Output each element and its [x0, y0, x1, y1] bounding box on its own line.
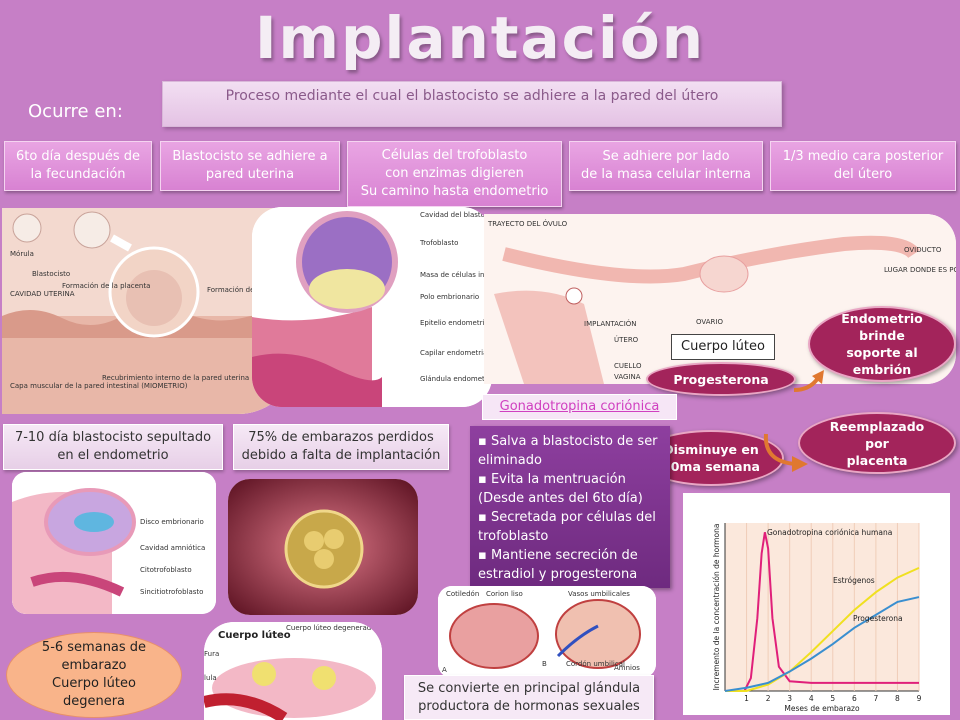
box-blastocisto-adhiere: Blastocisto se adhiere a pared uterina [160, 141, 340, 191]
gonadotropina-functions-list: ▪ Salva a blastocisto de ser eliminado ▪… [470, 426, 670, 588]
chart-x-tick: 6 [852, 694, 857, 703]
fig-label: Polo embrionario [420, 293, 479, 301]
definition-box: Proceso mediante el cual el blastocisto … [162, 81, 782, 127]
list-item: ▪ Salva a blastocisto de ser eliminado [478, 434, 658, 468]
fig-label: CAVIDAD UTERINA [10, 290, 75, 298]
placenta-illustration: Cotiledón Corion liso Vasos umbilicales … [438, 586, 656, 678]
fig-label: Blastocisto [32, 270, 70, 278]
chart-xlabel: Meses de embarazo [784, 704, 860, 713]
fig-label: Citotrofoblasto [140, 566, 192, 574]
blastocyst-photo [228, 479, 418, 615]
fig-label: Trofoblasto [419, 239, 458, 247]
fig-label: IMPLANTACIÓN [584, 319, 637, 328]
fig-label: Recubrimiento interno de la pared uterin… [102, 374, 298, 382]
fig-label: TRAYECTO DEL ÓVULO [487, 219, 568, 228]
fig-label: Cavidad del blastocisto [420, 211, 492, 219]
box-tercio-medio: 1/3 medio cara posterior del útero [770, 141, 956, 191]
fig-label: OVARIO [696, 318, 723, 326]
chart-x-tick: 8 [895, 694, 900, 703]
fig-label: Formación de la placenta [62, 282, 150, 290]
series-label-gonadotropina: Gonadotropina coriónica humana [767, 528, 892, 537]
box-lado-masa: Se adhiere por lado de la masa celular i… [569, 141, 763, 191]
fig-label: Masa de células internas [420, 271, 492, 279]
chart-x-tick: 7 [873, 694, 878, 703]
fig-label: B [542, 660, 547, 668]
chart-series-line-1 [725, 566, 920, 692]
reemplazado-bubble: Reemplazado por placenta [798, 412, 956, 474]
implantation-illustration: Mórula Blastocisto CAVIDAD UTERINA Forma… [2, 208, 298, 414]
endometrio-bubble: Endometrio brinde soporte al embrión [808, 306, 956, 382]
chart-x-tick: 2 [766, 694, 771, 703]
fig-label: Fura [204, 650, 219, 658]
cuerpo-luteo-illustration: Cuerpo lúteo Cuerpo lúteo degenerado Fur… [204, 622, 382, 720]
fig-label: Cotiledón [446, 590, 479, 598]
list-item: ▪ Secretada por células del trofoblasto [478, 510, 656, 544]
box-6to-dia: 6to día después de la fecundación [4, 141, 152, 191]
arrow-progesterona-endometrio [793, 370, 824, 392]
fig-label: Cavidad amniótica [140, 544, 205, 552]
chart-series-line-0 [743, 532, 919, 692]
chart-x-tick: 1 [744, 694, 749, 703]
ocurre-label: Ocurre en: [28, 101, 123, 122]
series-label-progesterona: Progesterona [853, 614, 903, 623]
fig-label: Vasos umbilicales [568, 590, 630, 598]
box-trofoblasto: Células del trofoblasto con enzimas digi… [347, 141, 562, 207]
fig-label: lula [204, 674, 217, 682]
fig-label: Capilar endometrial [420, 349, 489, 357]
fig-label: A [442, 666, 447, 674]
fig-label: Cordón umbilical [566, 660, 625, 668]
fig-label: OVIDUCTO [904, 246, 942, 254]
fig-label: Glándula endometrial [420, 375, 492, 383]
bubble-5-6-semanas: 5-6 semanas de embarazo Cuerpo lúteo deg… [6, 632, 182, 718]
fig-label: Formación del futuro feto [207, 286, 296, 294]
fig-label: Amnios [614, 664, 640, 672]
fig-label: Cuerpo lúteo [218, 629, 291, 641]
fig-label: Epitelio endometrial [420, 319, 491, 327]
chart-x-tick: 4 [809, 694, 814, 703]
chart-ylabel: Incremento de la concentración de hormon… [712, 524, 721, 691]
chart-x-tick: 5 [830, 694, 835, 703]
fig-label: Mórula [10, 250, 34, 258]
cuerpo-luteo-label: Cuerpo lúteo [671, 334, 775, 360]
progesterona-bubble: Progesterona [646, 362, 796, 396]
fig-label: CUELLO [614, 362, 642, 370]
chart-x-tick: 3 [787, 694, 792, 703]
chart-x-tick: 9 [917, 694, 922, 703]
box-glandula: Se convierte en principal glándula produ… [404, 675, 654, 720]
box-7-10-dia: 7-10 día blastocisto sepultado en el end… [3, 424, 223, 470]
series-label-estrogenos: Estrógenos [833, 576, 875, 585]
fig-label: Cuerpo lúteo degenerado [286, 624, 376, 632]
list-item: ▪ Mantiene secreción de estradiol y prog… [478, 548, 638, 582]
box-75-embarazos: 75% de embarazos perdidos debido a falta… [233, 424, 449, 470]
blastocyst-illustration: Cavidad del blastocisto Trofoblasto Masa… [252, 207, 492, 407]
arrow-disminuye-reemplazado [763, 433, 808, 472]
fig-label: VAGINA [614, 373, 641, 381]
fig-label: Disco embrionario [140, 518, 204, 526]
page-title: Implantación [254, 4, 706, 72]
gonadotropina-label: Gonadotropina coriónica [482, 394, 677, 420]
fig-label: Corion liso [486, 590, 523, 598]
chart-series-line-2 [724, 596, 920, 692]
fig-label: LUGAR DONDE ES POSIBLE LA FECUNDACIÓN [884, 265, 956, 274]
fig-label: Capa muscular de la pared intestinal (MI… [10, 382, 188, 390]
fig-label: Sincitiotrofoblasto [140, 588, 203, 596]
embryonic-disk-illustration: Disco embrionario Cavidad amniótica Cito… [12, 472, 216, 614]
hormone-chart: 1 2 3 4 5 6 7 8 9 Gonadotropina coriónica humana… [683, 493, 950, 715]
fig-label: ÚTERO [614, 335, 639, 344]
list-item: ▪ Evita la mentruación (Desde antes del … [478, 472, 643, 506]
